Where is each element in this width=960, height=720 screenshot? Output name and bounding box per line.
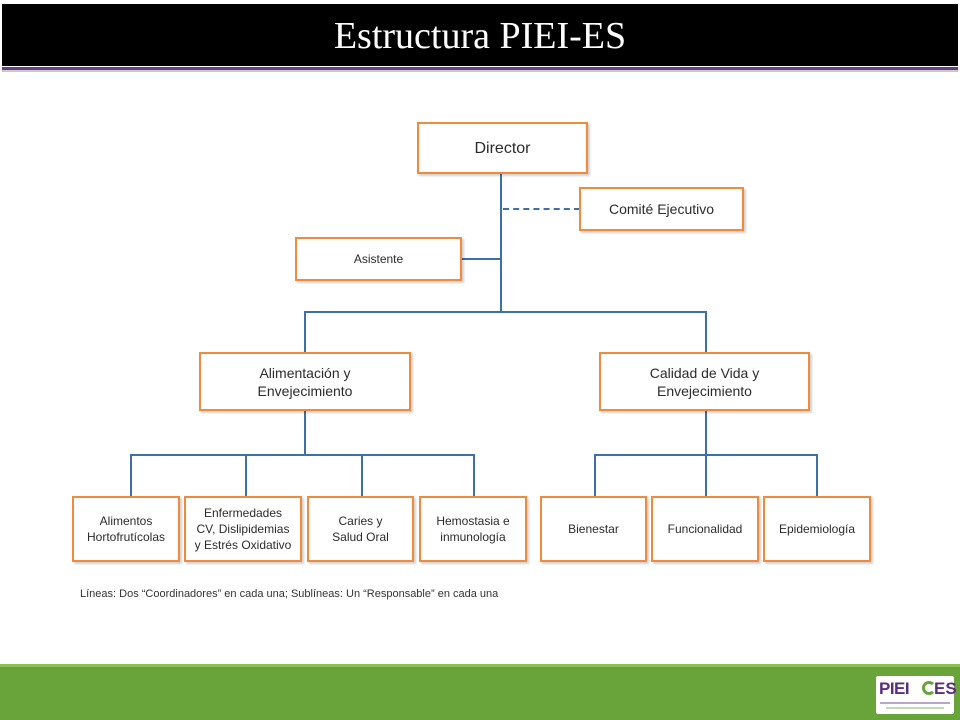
alimentacion-label: Alimentación y Envejecimiento bbox=[258, 364, 353, 400]
bienestar-label: Bienestar bbox=[568, 522, 619, 536]
connector-comite-dashed bbox=[503, 208, 580, 210]
calidad-box: Calidad de Vida y Envejecimiento bbox=[599, 352, 810, 411]
director-label: Director bbox=[474, 139, 531, 157]
footer-bar bbox=[0, 664, 960, 720]
connector-alimentacion-up bbox=[304, 311, 306, 353]
funcionalidad-box: Funcionalidad bbox=[651, 496, 759, 562]
footer-highlight bbox=[0, 664, 960, 667]
hemostasia-line-1: Hemostasia e bbox=[436, 514, 510, 528]
calidad-label: Calidad de Vida y Envejecimiento bbox=[650, 364, 759, 400]
logo-text-es: ES bbox=[934, 679, 957, 698]
director-box: Director bbox=[417, 122, 588, 174]
enfermedades-label: Enfermedades CV, Dislipidemias y Estrés … bbox=[195, 505, 292, 553]
asistente-label: Asistente bbox=[353, 252, 404, 266]
page-title: Estructura PIEI-ES bbox=[333, 15, 627, 57]
alimentos-line-2: Hortofrutícolas bbox=[86, 530, 166, 544]
caries-line-1: Caries y bbox=[338, 514, 383, 528]
logo-subtitle-line-2 bbox=[886, 707, 944, 709]
alimentos-line-1: Alimentos bbox=[99, 514, 153, 528]
logo-leaf-icon bbox=[922, 681, 936, 695]
connector-director-down bbox=[500, 173, 502, 312]
epidemiologia-box: Epidemiología bbox=[763, 496, 871, 562]
connector-funcionalidad-up bbox=[705, 454, 707, 497]
epidemiologia-label: Epidemiología bbox=[778, 522, 856, 536]
connector-left-horizontal bbox=[130, 454, 475, 456]
comite-ejecutivo-label: Comité Ejecutivo bbox=[608, 201, 715, 217]
connector-alimentacion-down bbox=[304, 410, 306, 455]
logo-subtitle-line bbox=[880, 702, 950, 704]
title-bar: Estructura PIEI-ES bbox=[2, 4, 958, 66]
hemostasia-label: Hemostasia e inmunología bbox=[436, 513, 509, 545]
enfermedades-line-2: CV, Dislipidemias bbox=[196, 522, 290, 536]
enfermedades-box: Enfermedades CV, Dislipidemias y Estrés … bbox=[184, 496, 302, 562]
asistente-box: Asistente bbox=[295, 237, 462, 281]
connector-calidad-down bbox=[705, 410, 707, 455]
alimentacion-line-1: Alimentación y bbox=[259, 364, 351, 381]
calidad-line-1: Calidad de Vida y bbox=[649, 364, 760, 381]
title-underline bbox=[2, 67, 958, 70]
enfermedades-line-3: y Estrés Oxidativo bbox=[194, 538, 292, 552]
caries-label: Caries y Salud Oral bbox=[332, 513, 389, 545]
connector-hemostasia-up bbox=[473, 454, 475, 497]
legend-note: Líneas: Dos “Coordinadores” en cada una;… bbox=[80, 588, 499, 600]
caries-box: Caries y Salud Oral bbox=[307, 496, 414, 562]
title-underline-shadow bbox=[2, 70, 958, 72]
connector-bienestar-up bbox=[594, 454, 596, 497]
connector-enfermedades-up bbox=[245, 454, 247, 497]
connector-alimentos-up bbox=[130, 454, 132, 497]
caries-line-2: Salud Oral bbox=[332, 530, 389, 544]
comite-ejecutivo-box: Comité Ejecutivo bbox=[579, 187, 744, 231]
alimentacion-line-2: Envejecimiento bbox=[257, 382, 353, 399]
piei-es-logo: PIEI ES bbox=[876, 676, 957, 714]
connector-epidemiologia-up bbox=[816, 454, 818, 497]
logo-text: PIEI bbox=[879, 679, 910, 698]
calidad-line-2: Envejecimiento bbox=[657, 382, 752, 399]
connector-level1-horizontal bbox=[304, 311, 706, 313]
hemostasia-box: Hemostasia e inmunología bbox=[419, 496, 527, 562]
connector-caries-up bbox=[361, 454, 363, 497]
connector-calidad-up bbox=[705, 311, 707, 353]
hemostasia-line-2: inmunología bbox=[440, 530, 506, 544]
alimentos-box: Alimentos Hortofrutícolas bbox=[72, 496, 180, 562]
enfermedades-line-1: Enfermedades bbox=[203, 506, 283, 520]
funcionalidad-label: Funcionalidad bbox=[667, 522, 743, 536]
bienestar-box: Bienestar bbox=[540, 496, 647, 562]
connector-asistente bbox=[461, 258, 501, 260]
alimentacion-box: Alimentación y Envejecimiento bbox=[199, 352, 411, 411]
alimentos-label: Alimentos Hortofrutícolas bbox=[87, 513, 165, 545]
